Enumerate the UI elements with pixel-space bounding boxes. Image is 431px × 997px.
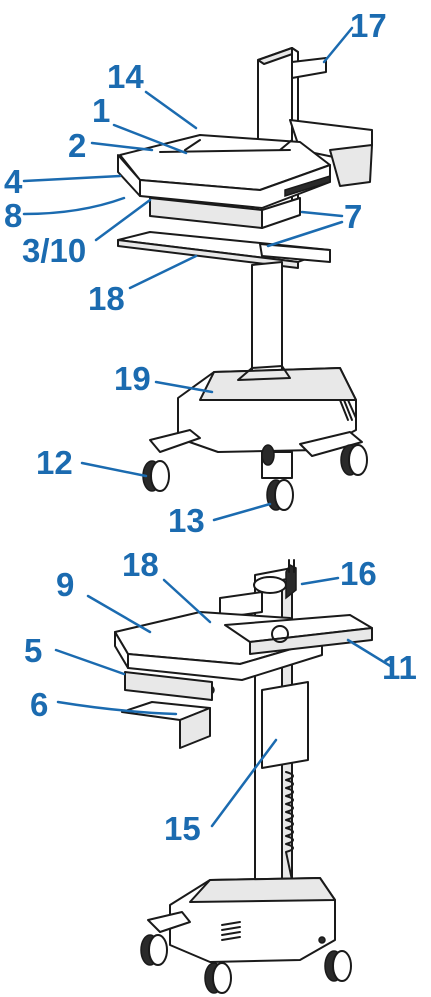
label-19: 19 <box>114 360 151 397</box>
label-18-bottom: 18 <box>122 546 159 583</box>
label-5: 5 <box>24 632 42 669</box>
leader-6 <box>56 700 178 716</box>
leader-17 <box>322 26 354 64</box>
leader-15 <box>210 738 278 828</box>
leader-9 <box>86 594 152 634</box>
leader-14 <box>144 90 198 130</box>
leader-16 <box>300 576 340 586</box>
label-11: 11 <box>382 649 417 686</box>
label-2: 2 <box>68 127 86 164</box>
label-1: 1 <box>92 92 110 129</box>
label-15: 15 <box>164 810 201 847</box>
label-16: 16 <box>340 555 377 592</box>
leader-2 <box>90 141 154 152</box>
callout-labels: 17 14 1 2 4 8 3/10 7 18 19 12 13 18 16 9… <box>4 7 417 847</box>
label-18-top: 18 <box>88 280 125 317</box>
bottom-cart-illustration <box>114 559 373 994</box>
leader-lines <box>22 26 394 828</box>
top-cart-illustration <box>117 47 373 511</box>
label-4: 4 <box>4 163 23 200</box>
label-6: 6 <box>30 686 48 723</box>
leader-12 <box>80 461 148 478</box>
label-9: 9 <box>56 566 74 603</box>
leader-19 <box>154 380 214 394</box>
leader-7b <box>266 220 344 248</box>
label-17: 17 <box>350 7 387 44</box>
leader-8 <box>22 196 126 216</box>
leader-3-10 <box>94 198 152 242</box>
label-13: 13 <box>168 502 205 539</box>
leader-7a <box>300 210 344 218</box>
leader-18-top <box>128 254 198 290</box>
leader-11 <box>346 638 394 669</box>
label-14: 14 <box>107 58 144 95</box>
label-3-10: 3/10 <box>22 232 86 269</box>
leader-4 <box>22 174 122 183</box>
leader-18-bottom <box>162 578 212 624</box>
label-8: 8 <box>4 197 22 234</box>
label-12: 12 <box>36 444 73 481</box>
leader-13 <box>212 502 272 522</box>
leader-1 <box>112 123 188 155</box>
label-7: 7 <box>344 198 362 235</box>
leader-5 <box>54 648 126 676</box>
